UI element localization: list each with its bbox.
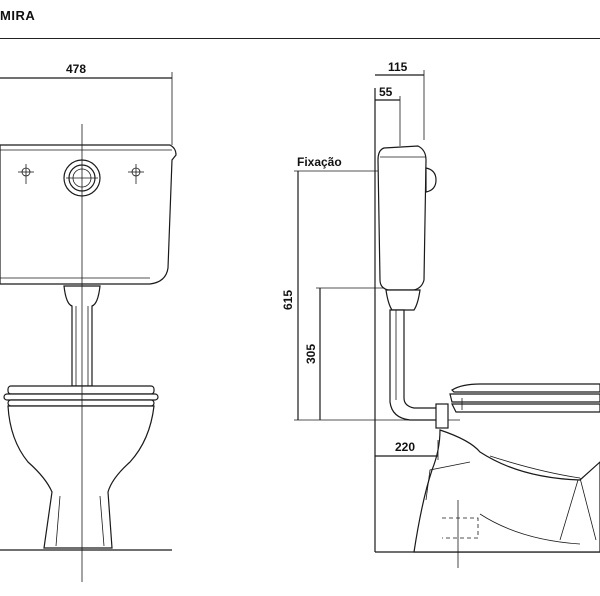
- height-dimension: 615: [281, 171, 299, 420]
- seat-side: [449, 383, 600, 413]
- mounting-hole-icon: [128, 164, 144, 184]
- bowl-front: [0, 405, 172, 551]
- front-view: 478: [0, 62, 177, 582]
- side-view: 115 55 Fixação 615 305: [281, 60, 600, 568]
- seat-front: [3, 385, 159, 407]
- outlet-dimension: 220: [375, 440, 439, 460]
- front-width-label: 478: [66, 62, 86, 76]
- side-depth-dimension: 115: [375, 60, 425, 140]
- page-title: MIRA: [0, 8, 36, 23]
- flush-pipe-side: [385, 289, 449, 429]
- cistern-front: [0, 144, 177, 285]
- side-offset-dimension: 55: [375, 85, 401, 146]
- cistern-side: [377, 145, 437, 291]
- side-offset-label: 55: [379, 85, 393, 99]
- title-divider: [0, 38, 600, 39]
- bowl-side: [413, 429, 600, 568]
- height-label: 615: [281, 290, 295, 310]
- side-depth-label: 115: [388, 60, 408, 74]
- mounting-hole-icon: [18, 164, 34, 184]
- outlet-label: 220: [395, 440, 415, 454]
- fixing-label: Fixação: [297, 155, 342, 169]
- inlet-height-dimension: 305: [304, 287, 386, 420]
- front-width-dimension: 478: [0, 62, 173, 145]
- inlet-height-label: 305: [304, 344, 318, 364]
